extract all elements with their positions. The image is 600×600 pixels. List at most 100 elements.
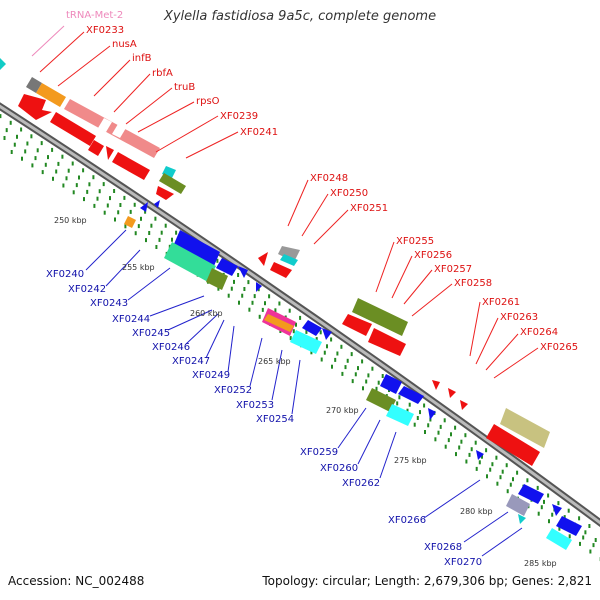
- gene-label-infb[interactable]: infB: [132, 53, 152, 64]
- feature-xf0253[interactable]: [264, 314, 294, 332]
- feature-xf0248[interactable]: [278, 246, 300, 262]
- forward-gene-2[interactable]: [50, 112, 96, 146]
- forward-gene-14[interactable]: [486, 424, 540, 466]
- forward-gene-13[interactable]: [460, 400, 468, 410]
- reverse-gene-9[interactable]: [398, 386, 424, 404]
- feature-xf0254[interactable]: [290, 330, 322, 354]
- gene-label-rpso[interactable]: rpsO: [196, 96, 220, 107]
- gene-label-rbfa[interactable]: rbfA: [152, 68, 173, 79]
- tick-mark: [62, 183, 65, 188]
- gene-label-xf0265[interactable]: XF0265: [540, 342, 578, 353]
- feature-xf0260[interactable]: [366, 388, 396, 412]
- tick-mark: [72, 190, 75, 195]
- feature-infb[interactable]: [64, 99, 160, 158]
- gene-label-xf0255[interactable]: XF0255: [396, 236, 434, 247]
- tick-mark: [579, 541, 581, 546]
- tick-mark: [594, 538, 597, 542]
- reverse-gene-7[interactable]: [302, 320, 322, 336]
- gene-label-xf0263[interactable]: XF0263: [500, 312, 538, 323]
- feature-xf0241[interactable]: [159, 173, 186, 194]
- tick-mark: [326, 344, 328, 349]
- tick-mark: [501, 469, 504, 474]
- reverse-gene-12[interactable]: [556, 516, 582, 536]
- gene-label-xf0245[interactable]: XF0245: [132, 328, 170, 339]
- forward-gene-8[interactable]: [270, 262, 292, 278]
- gene-label-xf0262[interactable]: XF0262: [342, 478, 380, 489]
- feature-xf0262[interactable]: [386, 404, 414, 426]
- feature-xf0246[interactable]: [206, 268, 228, 290]
- gene-label-xf0246[interactable]: XF0246: [152, 342, 190, 353]
- gene-label-trna-met-2[interactable]: tRNA-Met-2: [66, 10, 123, 21]
- feature-rbfa[interactable]: [98, 118, 112, 132]
- gene-label-nusa[interactable]: nusA: [112, 39, 137, 50]
- forward-gene-7[interactable]: [258, 252, 268, 266]
- feature-xf0250[interactable]: [280, 254, 298, 266]
- feature-xf0270[interactable]: [546, 528, 572, 550]
- forward-gene-3[interactable]: [88, 140, 104, 156]
- gene-label-xf0240[interactable]: XF0240: [46, 269, 84, 280]
- feature-trub[interactable]: [112, 124, 126, 138]
- gene-label-xf0256[interactable]: XF0256: [414, 250, 452, 261]
- gene-label-xf0260[interactable]: XF0260: [320, 463, 358, 474]
- leader-line: [475, 317, 499, 365]
- gene-label-xf0261[interactable]: XF0261: [482, 297, 520, 308]
- forward-gene-12[interactable]: [448, 388, 456, 398]
- gene-label-xf0252[interactable]: XF0252: [214, 385, 252, 396]
- feature-nusa[interactable]: [36, 83, 66, 107]
- gene-label-xf0241[interactable]: XF0241: [240, 127, 278, 138]
- feature-xf0255[interactable]: [352, 298, 408, 336]
- trna-feature[interactable]: [0, 58, 6, 70]
- gene-label-xf0254[interactable]: XF0254: [256, 414, 294, 425]
- reverse-gene-13[interactable]: [552, 504, 562, 516]
- forward-gene-11[interactable]: [432, 380, 440, 390]
- gene-label-xf0243[interactable]: XF0243: [90, 298, 128, 309]
- feature-xf0259[interactable]: [380, 374, 402, 394]
- feature-xf0245[interactable]: [164, 242, 216, 282]
- gene-label-xf0264[interactable]: XF0264: [520, 327, 558, 338]
- gene-label-xf0247[interactable]: XF0247: [172, 356, 210, 367]
- gene-label-xf0248[interactable]: XF0248: [310, 173, 348, 184]
- tick-mark: [375, 386, 378, 391]
- gene-label-xf0259[interactable]: XF0259: [300, 447, 338, 458]
- gene-label-xf0233[interactable]: XF0233: [86, 25, 124, 36]
- reverse-gene-1[interactable]: [124, 216, 136, 228]
- forward-gene-10[interactable]: [368, 328, 406, 356]
- tick-mark: [144, 209, 147, 214]
- reverse-gene-6[interactable]: [256, 282, 262, 292]
- feature-xf0266[interactable]: [518, 484, 544, 504]
- forward-gene-9[interactable]: [342, 314, 372, 336]
- gene-label-xf0239[interactable]: XF0239: [220, 111, 258, 122]
- forward-gene-5[interactable]: [112, 152, 150, 180]
- gene-label-xf0253[interactable]: XF0253: [236, 400, 274, 411]
- reverse-gene-14[interactable]: [518, 514, 526, 524]
- gene-label-xf0257[interactable]: XF0257: [434, 264, 472, 275]
- reverse-gene-2[interactable]: [140, 202, 148, 212]
- gene-label-xf0250[interactable]: XF0250: [330, 188, 368, 199]
- gene-label-xf0242[interactable]: XF0242: [68, 284, 106, 295]
- gene-label-xf0270[interactable]: XF0270: [444, 557, 482, 568]
- feature-xf0233[interactable]: [26, 77, 42, 93]
- gene-label-trub[interactable]: truB: [174, 82, 195, 93]
- tick-mark: [481, 454, 483, 459]
- feature-xf0264[interactable]: [500, 408, 550, 448]
- gene-label-xf0249[interactable]: XF0249: [192, 370, 230, 381]
- gene-label-xf0266[interactable]: XF0266: [388, 515, 426, 526]
- forward-gene-6[interactable]: [156, 186, 174, 200]
- tick-mark: [103, 210, 106, 215]
- feature-xf0268[interactable]: [506, 494, 530, 516]
- gene-label-xf0244[interactable]: XF0244: [112, 314, 150, 325]
- gene-label-xf0268[interactable]: XF0268: [424, 542, 462, 553]
- reverse-gene-8[interactable]: [322, 328, 332, 340]
- gene-label-xf0258[interactable]: XF0258: [454, 278, 492, 289]
- reverse-gene-10[interactable]: [428, 408, 436, 420]
- reverse-gene-5[interactable]: [238, 266, 248, 278]
- gene-label-xf0251[interactable]: XF0251: [350, 203, 388, 214]
- leader-line: [113, 73, 151, 113]
- leader-line: [403, 269, 433, 305]
- reverse-gene-4[interactable]: [216, 258, 238, 276]
- forward-gene-4[interactable]: [106, 146, 114, 160]
- feature-xf0244[interactable]: [174, 230, 220, 266]
- reverse-gene-3[interactable]: [154, 200, 160, 208]
- forward-gene-1[interactable]: [18, 94, 52, 120]
- reverse-gene-11[interactable]: [476, 450, 484, 460]
